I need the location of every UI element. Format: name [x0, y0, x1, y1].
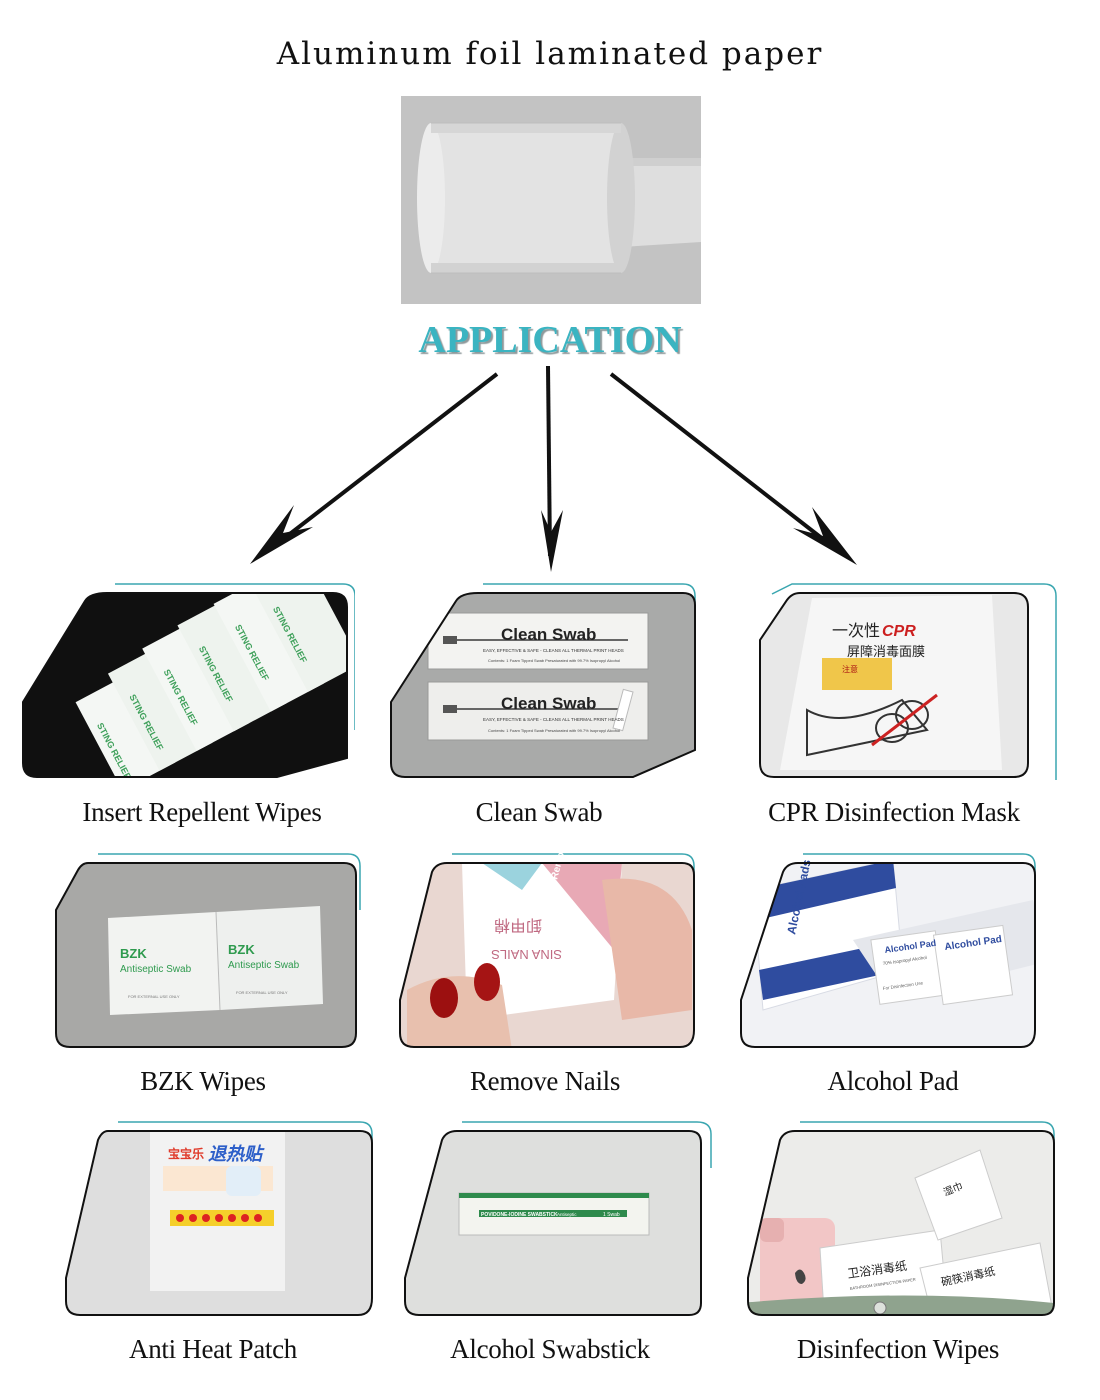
product-tile-clean-swab[interactable]: Clean Swab Clean Swab EASY, EFFECTIVE & …	[383, 580, 723, 790]
swabstick-print: POVIDONE-IODINE SWABSTICK	[481, 1212, 558, 1218]
heat-patch-print: 退热贴	[208, 1144, 265, 1164]
page-title: Aluminum foil laminated paper	[276, 36, 824, 72]
clean-swab-contents-1: Contents: 1 Foam Tipped Swab Presaturate…	[488, 658, 620, 663]
caption-disinfection-wipes: Disinfection Wipes	[796, 1334, 1000, 1364]
alcohol-pad-footer: For Disinfection Use	[882, 980, 923, 991]
cpr-print-c: 屏障消毒面膜	[847, 644, 925, 659]
cpr-print-a: 一次性	[832, 622, 880, 640]
product-tile-insert-repellent-wipes[interactable]: STING RELIEF STING RELIEF STING RELIEF S…	[15, 580, 355, 790]
product-tile-cpr-mask[interactable]: 一次性 CPR 屏障消毒面膜 注意	[752, 580, 1092, 790]
caption-bzk-wipes: BZK Wipes	[140, 1066, 266, 1096]
caption-clean-swab: Clean Swab	[475, 797, 603, 827]
arrow-right-head	[793, 507, 857, 565]
arrow-center-shaft	[546, 365, 552, 557]
alcohol-pad-subprint: 70% Isopropyl Alcohol	[882, 955, 927, 966]
bzk-footer-1: FOR EXTERNAL USE ONLY	[128, 994, 180, 999]
caption-alcohol-pad: Alcohol Pad	[827, 1066, 959, 1096]
cpr-print-b: CPR	[882, 623, 916, 640]
clean-swab-print-2: Clean Swab	[501, 694, 596, 713]
product-tile-anti-heat-patch[interactable]: 宝宝乐 退热贴	[58, 1118, 398, 1328]
clean-swab-subprint-2: EASY, EFFECTIVE & SAFE - CLEANS ALL THER…	[483, 717, 624, 722]
bzk-print-2: BZK	[228, 942, 255, 957]
bzk-subprint-1: Antiseptic Swab	[120, 964, 192, 975]
arrows-diagram	[250, 365, 857, 572]
product-tile-bzk-wipes[interactable]: BZK BZK Antiseptic Swab Antiseptic Swab …	[48, 850, 388, 1060]
caption-anti-heat-patch: Anti Heat Patch	[129, 1334, 297, 1364]
arrow-right-shaft	[609, 372, 830, 545]
product-tile-disinfection-wipes[interactable]: 卫浴消毒纸 BATHROOM DISINFECTION PAPER 湿巾 碗筷消…	[740, 1118, 1080, 1328]
caption-insert-repellent-wipes: Insert Repellent Wipes	[82, 797, 322, 827]
foil-roll-photo	[401, 96, 701, 304]
bzk-footer-2: FOR EXTERNAL USE ONLY	[236, 990, 288, 995]
application-heading: APPLICATION	[418, 319, 682, 361]
remover-cn: 卸甲棉	[494, 916, 542, 934]
swabstick-sub: Antiseptic	[557, 1212, 577, 1217]
bzk-subprint-2: Antiseptic Swab	[228, 960, 300, 971]
swabstick-tag: 1 Swab	[603, 1212, 620, 1218]
product-tile-alcohol-swabstick[interactable]: POVIDONE-IODINE SWABSTICK Antiseptic 1 S…	[397, 1118, 737, 1328]
remover-brand: SINA NAILS	[491, 947, 562, 962]
product-tile-remove-nails[interactable]: Remover Pad SINA NAILS 卸甲棉	[392, 850, 732, 1060]
clean-swab-subprint-1: EASY, EFFECTIVE & SAFE - CLEANS ALL THER…	[483, 648, 624, 653]
caption-cpr-mask: CPR Disinfection Mask	[768, 797, 1020, 827]
bzk-print-1: BZK	[120, 946, 147, 961]
clean-swab-print-1: Clean Swab	[501, 625, 596, 644]
product-tile-alcohol-pad[interactable]: Alcohol Pads Alcohol Pad Alcohol Pad 70%…	[733, 850, 1073, 1060]
clean-swab-contents-2: Contents: 1 Foam Tipped Swab Presaturate…	[488, 728, 620, 733]
cpr-warning: 注意	[842, 664, 858, 674]
arrow-left-shaft	[280, 372, 499, 542]
arrow-left-head	[250, 505, 313, 564]
caption-alcohol-swabstick: Alcohol Swabstick	[450, 1334, 650, 1364]
heat-patch-brand: 宝宝乐	[168, 1146, 204, 1161]
arrow-center-head	[541, 510, 563, 572]
caption-remove-nails: Remove Nails	[469, 1066, 621, 1096]
